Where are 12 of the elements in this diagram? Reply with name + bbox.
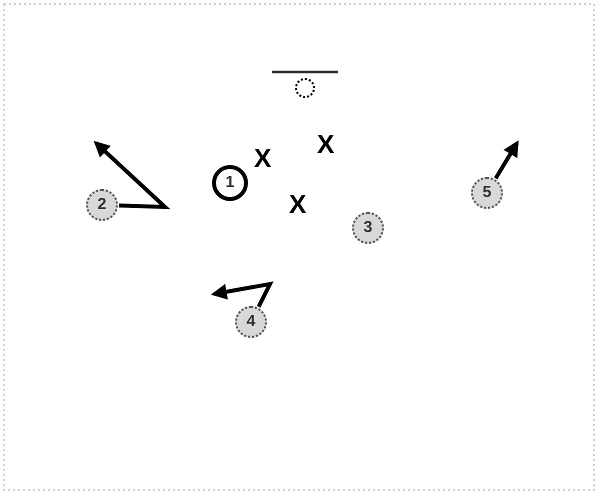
- movement-arrow: [94, 140, 170, 210]
- defender-mark: X: [254, 145, 272, 171]
- player-circle: 3: [352, 212, 384, 244]
- player-circle: 4: [235, 306, 267, 338]
- movement-arrow: [494, 140, 519, 180]
- defender-mark: X: [289, 191, 306, 217]
- defender-mark: X: [317, 131, 334, 157]
- player-circle: 1: [212, 165, 248, 201]
- player-circle: 5: [471, 177, 503, 209]
- player-circle: 2: [86, 189, 118, 221]
- movement-arrow: [210, 281, 274, 308]
- basket-circle: [295, 78, 315, 98]
